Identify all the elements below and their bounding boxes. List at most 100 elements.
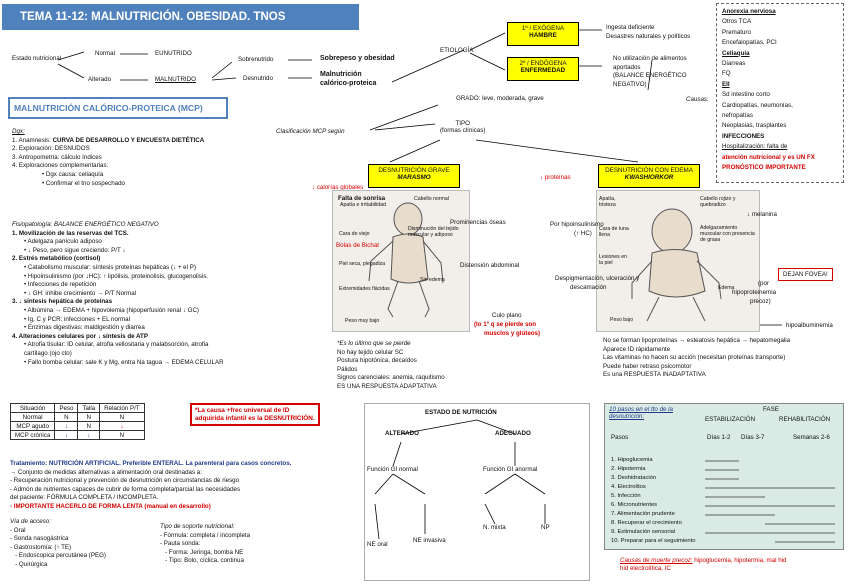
- tratamiento: Tratamiento: NUTRICIÓN ARTIFICIAL. Prefe…: [10, 460, 291, 512]
- sit-header: Talla: [77, 403, 101, 413]
- estado-root: Estado nutricional: [12, 55, 62, 62]
- via-item: - Oral: [10, 526, 26, 534]
- sit-row: MCP crónica↓↓N: [9, 430, 145, 440]
- marasmo-fig-sin-edema: Sin edema: [420, 277, 445, 283]
- sit-cell: MCP agudo: [9, 421, 56, 431]
- fisio-line: • Atrofia tisular: ID celular, atrofia v…: [24, 341, 209, 349]
- etiologia-label: ETIOLOGÍA: [440, 47, 474, 54]
- causa-item: Anorexia nerviosa: [722, 8, 776, 15]
- sit-cell: ↓: [77, 430, 101, 440]
- causa-item: Cardiopatías, neumonías,: [722, 101, 793, 109]
- marasmo-fig-disminucion: Disminución del tejido muscular y adipos…: [408, 226, 459, 239]
- page-title: TEMA 11-12: MALNUTRICIÓN. OBESIDAD. TNOS…: [2, 4, 359, 49]
- kwash-hipoinsulinismo: Por hipoinsulinismo: [550, 221, 604, 228]
- marasmo-apatia: Apatía e irritabilidad: [340, 202, 386, 208]
- fisio-line: • Ig, C y PCR: infecciones + EL normal: [24, 315, 130, 323]
- dgx-item-1: 1. Anamnesis: CURVA DE DESARROLLO Y ENCU…: [12, 137, 204, 146]
- marasmo-cara-viejo: Cara de viejo: [339, 231, 370, 237]
- sit-header: Relación P/T: [99, 403, 145, 413]
- fisio-line: 2. Estrés metabólico (cortisol): [12, 255, 101, 263]
- exogena-line-2: HAMBRE: [529, 32, 557, 40]
- marasmo-child-illustration: [368, 202, 444, 318]
- pasos-item: 3. Deshidratación: [611, 475, 657, 481]
- fisio-line: • Albúmina → EDEMA + hipovolemia (hipope…: [24, 306, 199, 314]
- dgx-item-1-label: 1. Anamnesis:: [12, 136, 53, 144]
- fisio-line: Fisiopatología: BALANCE ENERGÉTICO NEGAT…: [12, 221, 159, 228]
- fisiopatologia: Fisiopatología: BALANCE ENERGÉTICO NEGAT…: [12, 221, 224, 367]
- tipo-item: - Forma: Jeringa, bomba NE: [160, 548, 244, 556]
- dgx-bullet-1: • Dgx causa: celiaquía: [42, 170, 104, 178]
- fisio-line: • Hipoinsulinismo (por ↓HC): ↑ lipólisis…: [24, 272, 209, 280]
- causa-item: INFECCIONES: [722, 132, 765, 140]
- clasif-tipo: TIPO (formas clínicas): [440, 120, 485, 134]
- marasmo-note: Postura hipotónica, decaídos: [337, 357, 417, 365]
- sit-cell: N: [77, 421, 101, 431]
- kwash-precoz: precoz): [750, 298, 771, 305]
- kwash-line-2: KWASHIORKOR: [624, 174, 674, 182]
- diagram-fgi-anormal: Función GI anormal: [483, 466, 538, 473]
- kwash-fig-cara: Cara de luna llena: [599, 226, 629, 239]
- kwash-melanina: ↓ melanina: [747, 211, 777, 218]
- sit-header: Peso: [54, 403, 79, 413]
- causa-item: FQ: [722, 70, 731, 78]
- causa-item: EII: [722, 80, 730, 88]
- diagram-title: ESTADO DE NUTRICIÓN: [425, 409, 497, 416]
- diagram-ne-invasiva: NE invasiva: [413, 537, 446, 544]
- kwash-descamacion: descamación: [570, 284, 607, 291]
- estado-sobrepeso: Sobrepeso y obesidad: [320, 55, 395, 62]
- endogena-text-4: NEGATIVO): [613, 80, 647, 88]
- kwash-hipoprot: hipoproteinemia: [732, 289, 777, 296]
- fisio-line: • Infecciones de repetición: [24, 281, 97, 289]
- pasos-panel: 10 pasos en el tto de la desnutrición: F…: [604, 403, 844, 550]
- tipo-item: - Pauta sonda:: [160, 540, 201, 548]
- marasmo-piel-seca: Piel seca, plegadiza: [339, 261, 386, 267]
- pasos-item: 7. Alimentación prudente: [611, 511, 675, 517]
- pasos-item: 9. Estimulación sensorial: [611, 529, 676, 535]
- marasmo-note: ES UNA RESPUESTA ADAPTATIVA: [337, 382, 437, 390]
- diagram-n-mixta: N. mixta: [483, 524, 506, 531]
- clasif-tipo-1: TIPO: [455, 120, 470, 127]
- diagram-ne-oral: NE oral: [367, 541, 388, 548]
- via-head: Vía de acceso:: [10, 518, 51, 525]
- kwash-fig-edema: Edema: [718, 285, 735, 291]
- causa-item: Celiaquía: [722, 49, 750, 57]
- pasos-col: Pasos: [611, 434, 629, 441]
- mcp-title: MALNUTRICIÓN CALÓRICO-PROTEICA (MCP): [8, 97, 228, 119]
- causa-item: Hospitalización: falta de: [722, 143, 788, 151]
- fisio-line: cartílago (ojo cto): [24, 349, 72, 357]
- exogena-line-1: 1º / EXÓGENA: [521, 25, 565, 32]
- dgx-bullet-2: • Confirmar el tno sospechado: [42, 179, 125, 187]
- dgx-head: Dgx:: [12, 128, 25, 135]
- estado-sobrenutrido: Sobrenutrido: [238, 56, 274, 63]
- estado-eunutrido: EUNUTRIDO: [155, 50, 192, 57]
- endogena-text-1: No utilización de alimentos: [613, 55, 687, 62]
- pasos-item: 2. Hipotermia: [611, 466, 646, 472]
- pasos-d1: Días 1-2: [707, 434, 731, 441]
- pasos-item: 6. Micronutrientes: [611, 502, 658, 508]
- fisio-line: 3. ↓ síntesis hepática de proteínas: [12, 298, 113, 306]
- endogena-text: No utilización de alimentos aportados (B…: [613, 55, 687, 89]
- kwash-fig-apatia: Apatía, tristeza: [599, 196, 616, 209]
- tratamiento-line: - IMPORTANTE HACERLO DE FORMA LENTA (man…: [10, 502, 211, 510]
- diagram-np: NP: [541, 524, 550, 531]
- pasos-item: 8. Recuperar el crecimiento: [611, 520, 682, 526]
- causa-item: Sd intestino corto: [722, 91, 770, 99]
- estado-desnutrido: Desnutrido: [243, 75, 273, 82]
- marasmo-falta-sonrisa: Falta de sonrisa: [338, 195, 386, 202]
- kwash-note: Las vitaminas no hacen su acción (necesi…: [603, 354, 786, 362]
- marasmo-musculos-2: musclos y glúteos): [484, 330, 541, 337]
- kwash-note: No se forman lipoproteínas → esteatosis …: [603, 337, 791, 344]
- marasmo-note: *Es lo último que se pierde: [337, 340, 411, 347]
- tratamiento-line: → Conjunto de medidas alternativas a ali…: [10, 468, 202, 476]
- marasmo-line-1: DESNUTRICIÓN GRAVE: [378, 167, 450, 174]
- pasos-item: 5. Infección: [611, 493, 641, 499]
- dgx-bullet-1-text: Dgx causa: celiaquía: [45, 170, 104, 178]
- causa-item: nefropatías: [722, 112, 753, 120]
- tipo-item: - Tipo: Bolo, cíclica, continua: [160, 557, 244, 565]
- tratamiento-line: - Admón de nutrientes capaces de cubrir …: [10, 485, 241, 493]
